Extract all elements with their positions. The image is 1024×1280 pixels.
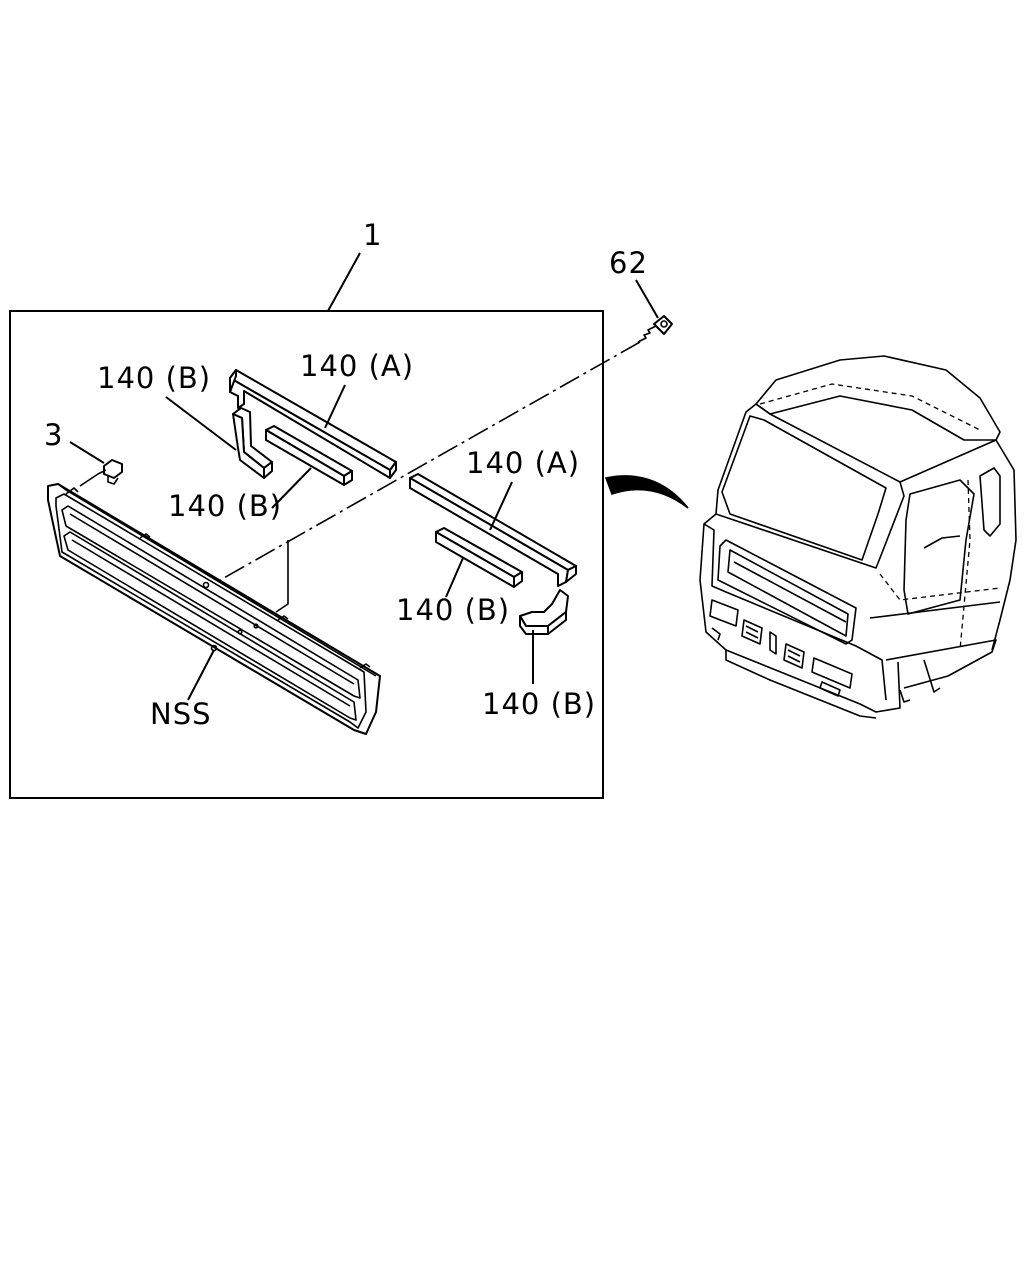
- location-arrow-head: [606, 478, 612, 494]
- callout-140a-left-label: 140 (A): [300, 349, 414, 383]
- seal-140a-left: [229, 369, 397, 479]
- seal-140b-left-hook: [232, 407, 273, 479]
- assembly-frame: [9, 310, 604, 799]
- callout-140b-right-upper-leader: [445, 557, 464, 598]
- callout-3-leader: [69, 441, 105, 464]
- location-arrow: [604, 475, 689, 509]
- alignment-line: [214, 341, 641, 584]
- seal-140b-right-hook: [519, 589, 569, 635]
- screw-62: [637, 315, 673, 343]
- callout-140b-right-lower-label: 140 (B): [482, 687, 596, 721]
- clip-3: [79, 459, 123, 487]
- callout-140a-left-leader: [324, 384, 346, 429]
- callout-62-label: 62: [609, 246, 648, 280]
- callout-140a-right-leader: [489, 481, 513, 531]
- front-grille: [47, 483, 381, 735]
- grille-bracket: [275, 540, 289, 613]
- callout-3-label: 3: [44, 418, 63, 452]
- callout-1-label: 1: [363, 218, 382, 252]
- seal-140b-right-bar: [435, 527, 523, 588]
- callout-140b-right-upper-label: 140 (B): [396, 593, 510, 627]
- callout-140b-left-lower-label: 140 (B): [168, 489, 282, 523]
- callout-140b-left-upper-label: 140 (B): [97, 361, 211, 395]
- callout-140b-left-lower-leader: [271, 467, 312, 509]
- callout-140b-left-upper-leader: [165, 396, 237, 451]
- callout-140a-right-label: 140 (A): [466, 446, 580, 480]
- callout-1-leader: [327, 252, 361, 312]
- truck-cab-illustration: [699, 355, 1017, 719]
- callout-62-leader: [635, 279, 659, 319]
- seal-140b-left-bar: [265, 425, 353, 486]
- callout-nss-leader: [187, 649, 215, 701]
- callout-nss-label: NSS: [150, 697, 212, 731]
